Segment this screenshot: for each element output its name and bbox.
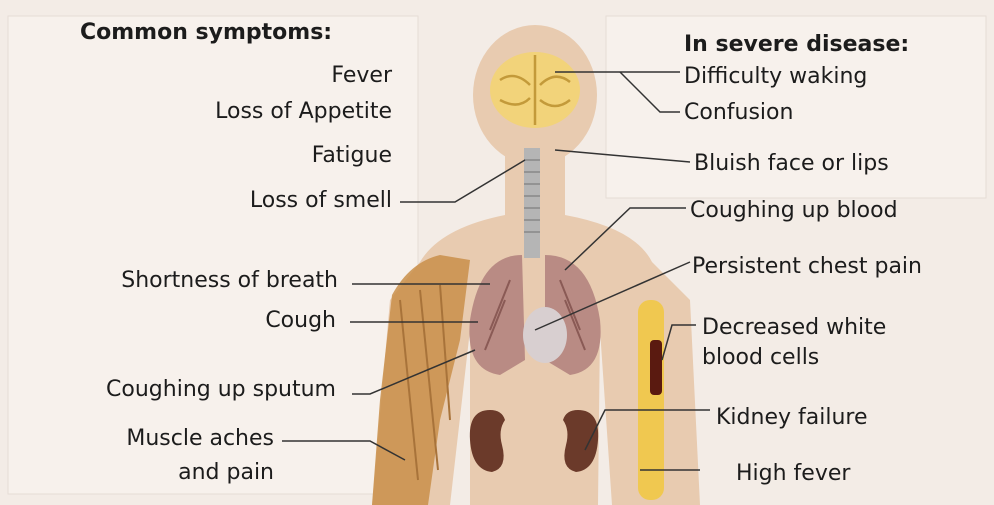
symptom-and-pain: and pain xyxy=(178,460,274,486)
blood-cells-marker xyxy=(650,340,662,395)
heart xyxy=(523,307,567,363)
severe-high-fever: High fever xyxy=(736,461,850,487)
common-symptoms-header: Common symptoms: xyxy=(80,20,332,46)
severe-disease-header: In severe disease: xyxy=(684,32,909,58)
brain xyxy=(490,52,580,128)
symptom-coughing-up-sputum: Coughing up sputum xyxy=(106,377,336,403)
severe-confusion: Confusion xyxy=(684,100,793,126)
severe-difficulty-waking: Difficulty waking xyxy=(684,64,867,90)
symptom-fatigue: Fatigue xyxy=(312,143,392,169)
symptom-muscle-aches: Muscle aches xyxy=(126,426,274,452)
severe-chest-pain: Persistent chest pain xyxy=(692,254,922,280)
symptom-loss-of-appetite: Loss of Appetite xyxy=(215,99,392,125)
trachea xyxy=(524,148,540,258)
severe-decreased-white: Decreased white xyxy=(702,315,886,341)
severe-coughing-blood: Coughing up blood xyxy=(690,198,898,224)
symptom-shortness-of-breath: Shortness of breath xyxy=(121,268,338,294)
symptom-fever: Fever xyxy=(331,63,392,89)
severe-bluish-face: Bluish face or lips xyxy=(694,151,889,177)
symptom-loss-of-smell: Loss of smell xyxy=(250,188,392,214)
severe-blood-cells: blood cells xyxy=(702,345,819,371)
severe-kidney-failure: Kidney failure xyxy=(716,405,868,431)
symptom-cough: Cough xyxy=(265,308,336,334)
